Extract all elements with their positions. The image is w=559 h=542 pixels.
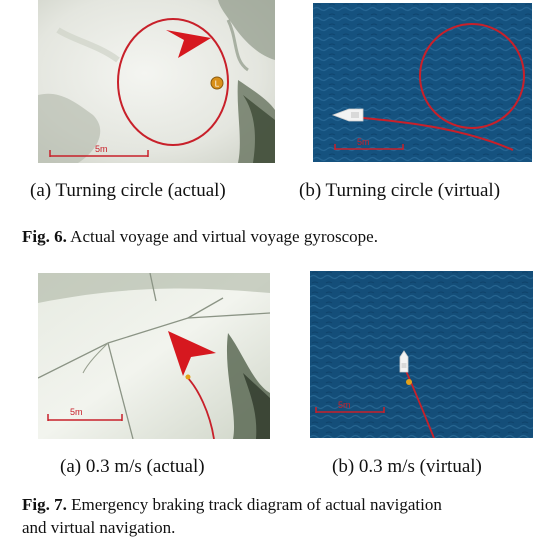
fig6b-caption: (b) Turning circle (virtual) [299,180,501,201]
fig7-caption-line1: Emergency braking track diagram of actua… [71,495,442,514]
fig7a-caption: (a) 0.3 m/s (actual) [60,456,205,477]
fig7b-caption: (b) 0.3 m/s (virtual) [332,456,482,477]
fig6a-track [117,18,229,146]
fig6-panel-a-image: L 5m [38,0,275,163]
fig6a-vessel-arrow-icon [166,30,211,58]
fig7-caption-continuation: and virtual navigation. [22,518,176,537]
fig7b-scale-bar: 5m [315,400,385,413]
fig7a-track [185,375,215,439]
fig7-panel-b-image: 5m [310,271,533,438]
fig6-caption-label: Fig. 6. [22,227,67,246]
fig7b-vessel-icon [399,350,409,373]
fig6a-aerial-photo: L 5m [38,0,275,163]
fig7a-scale-label: 5m [70,407,83,417]
fig7a-aerial-photo: 5m [38,273,270,439]
fig6b-track [419,23,525,129]
fig6-panel-b-image: 5m [313,3,532,162]
fig6b-sea-render: 5m [313,3,532,162]
fig7b-position-marker-icon [406,379,412,385]
fig7-caption: Fig. 7. Emergency braking track diagram … [22,494,442,515]
fig7-panel-a-image: 5m [38,273,270,439]
fig6-caption-text: Actual voyage and virtual voyage gyrosco… [70,227,378,246]
fig7-caption-label: Fig. 7. [22,495,67,514]
fig7b-sea-render: 5m [310,271,533,438]
fig6a-caption: (a) Turning circle (actual) [30,180,226,201]
fig7b-scale-label: 5m [338,400,351,410]
fig6a-position-marker-icon [210,76,224,90]
fig7a-vessel-arrow-icon [168,331,216,376]
fig7a-scale-bar: 5m [47,407,123,421]
fig6b-scale-label: 5m [357,137,370,147]
fig6a-scale-label: 5m [95,144,108,154]
fig6a-marker-label: L [215,80,220,89]
fig7b-track [405,370,435,438]
fig6a-scale-bar: 5m [49,144,149,157]
fig6b-scale-bar: 5m [334,137,404,150]
fig7a-position-marker-icon [185,374,191,380]
fig6-caption: Fig. 6. Actual voyage and virtual voyage… [22,226,378,247]
fig6b-vessel-icon [331,108,364,122]
